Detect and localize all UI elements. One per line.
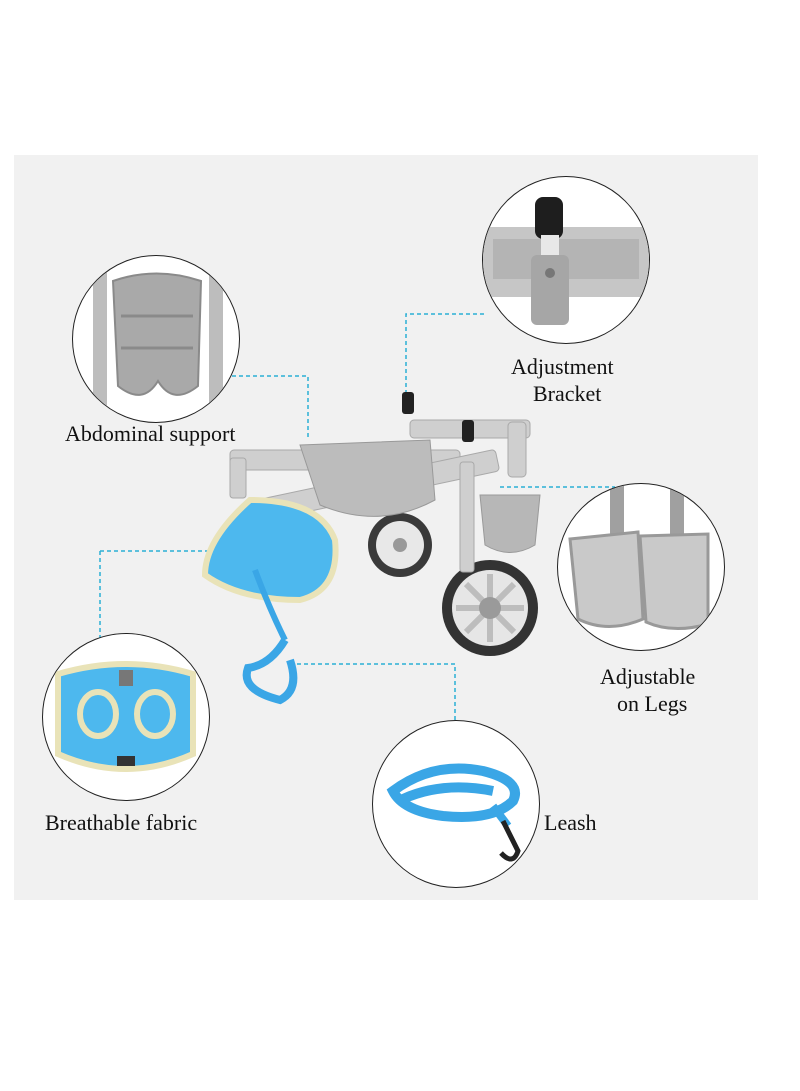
abdominal-support-detail	[72, 255, 240, 423]
leg-holders-detail	[557, 483, 725, 651]
connector-bracket	[405, 313, 484, 392]
adjust-knob-2	[462, 420, 474, 442]
label-adjustable: Adjustable	[600, 664, 696, 689]
label-on-legs: on Legs	[617, 691, 688, 716]
label-abdominal-support: Abdominal support	[65, 421, 236, 446]
saddle	[299, 439, 436, 517]
breathable-fabric-detail	[42, 633, 210, 801]
label-adjustment: Adjustment	[511, 354, 614, 379]
harness	[201, 496, 339, 604]
adjustment-bracket-detail	[482, 176, 650, 344]
rear-wheel-back	[368, 513, 432, 577]
harness-leash	[242, 637, 298, 705]
rear-wheel-front	[442, 560, 538, 656]
leash-detail	[372, 720, 540, 888]
adjust-knob-1	[402, 392, 414, 414]
leg-holder	[479, 494, 541, 553]
label-bracket: Bracket	[533, 381, 602, 406]
label-breathable-fabric: Breathable fabric	[45, 810, 198, 835]
label-leash: Leash	[544, 810, 597, 835]
connector-leash	[290, 663, 456, 720]
